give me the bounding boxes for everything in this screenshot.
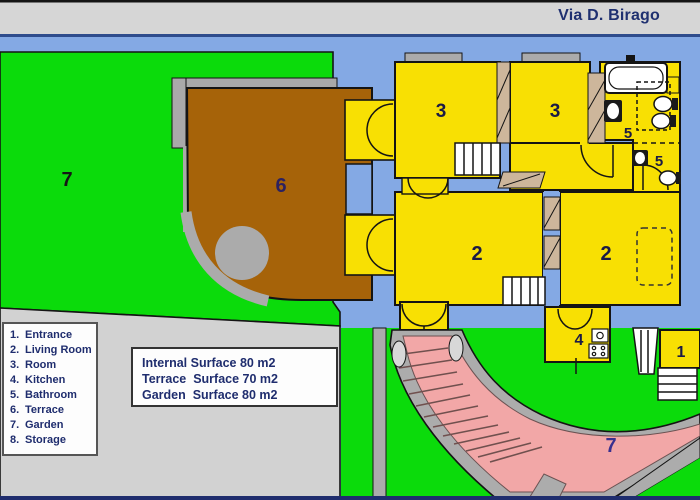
garden-stair-landing bbox=[399, 301, 449, 331]
label-living-right: 2 bbox=[600, 243, 611, 265]
label-living-left: 2 bbox=[471, 243, 482, 265]
legend-label: Garden bbox=[25, 419, 64, 431]
door-arc bbox=[574, 308, 593, 330]
label-bath-upper: 5 bbox=[624, 125, 632, 142]
legend-num: 2. bbox=[10, 344, 20, 356]
tub-tap bbox=[626, 55, 635, 63]
door-arc bbox=[401, 303, 425, 327]
room-connector bbox=[401, 177, 449, 195]
legend-label: Storage bbox=[25, 434, 66, 446]
top-street-strip bbox=[0, 0, 700, 37]
door-arc bbox=[366, 129, 394, 157]
toilet bbox=[658, 170, 678, 186]
living-room-right bbox=[559, 191, 681, 306]
terrace-door-vestibules bbox=[344, 99, 398, 276]
legend-num: 6. bbox=[10, 404, 20, 416]
ledge-left bbox=[404, 52, 463, 63]
ledge-right bbox=[521, 52, 581, 63]
legend-item: 4. Kitchen bbox=[10, 373, 96, 388]
surface-line: Internal Surface 80 m2 bbox=[142, 356, 276, 370]
path-pink bbox=[402, 335, 700, 493]
legend-label: Entrance bbox=[25, 329, 73, 341]
legend-item: 5. Bathroom bbox=[10, 388, 96, 403]
door-arc bbox=[407, 177, 429, 199]
terrace-wall-top bbox=[171, 77, 338, 89]
label-entrance: 1 bbox=[677, 344, 686, 361]
door-arc bbox=[366, 244, 394, 272]
door-arc bbox=[427, 177, 449, 199]
newel-post bbox=[391, 340, 407, 368]
label-kitchen: 4 bbox=[575, 332, 584, 349]
door-arc bbox=[580, 144, 614, 178]
terrace-french-doors bbox=[366, 103, 394, 272]
garden-corner bbox=[630, 458, 700, 500]
living-room-divider bbox=[543, 192, 561, 305]
tub-side-box bbox=[666, 76, 680, 94]
bottom-border bbox=[0, 496, 700, 500]
surface-info-box: Internal Surface 80 m2 Terrace Surface 7… bbox=[131, 347, 338, 407]
tread-stairs bbox=[454, 142, 546, 306]
legend-num: 3. bbox=[10, 359, 20, 371]
terrace-wall-left-lower bbox=[183, 146, 189, 232]
legend-num: 8. bbox=[10, 434, 20, 446]
legend-item: 8. Storage bbox=[10, 433, 96, 448]
door-arc bbox=[557, 308, 576, 330]
stair-hatches bbox=[496, 61, 606, 189]
legend-num: 4. bbox=[10, 374, 20, 386]
legend-label: Room bbox=[25, 359, 57, 371]
label-garden-path: 7 bbox=[605, 435, 616, 457]
label-terrace: 6 bbox=[275, 175, 286, 197]
bathroom-fixtures bbox=[604, 55, 681, 186]
garden-path-strip bbox=[372, 327, 387, 500]
label-room-right: 3 bbox=[550, 101, 561, 122]
legend-item: 6. Terrace bbox=[10, 403, 96, 418]
kitchen-stove bbox=[588, 343, 609, 359]
door-arc bbox=[366, 218, 394, 246]
legend-box: 1. Entrance 2. Living Room 3. Room 4. Kitche… bbox=[2, 322, 98, 456]
path-hook bbox=[527, 473, 567, 500]
surface-line: Terrace Surface 70 m2 bbox=[142, 372, 278, 386]
legend-item: 2. Living Room bbox=[10, 343, 96, 358]
terrace bbox=[171, 77, 373, 307]
label-bath-lower: 5 bbox=[655, 153, 663, 170]
legend-label: Living Room bbox=[25, 344, 92, 356]
kitchen-appliances bbox=[588, 328, 609, 359]
surface-line: Garden Surface 80 m2 bbox=[142, 388, 278, 402]
stair-strip-between-rooms3 bbox=[496, 61, 511, 144]
vestibule-room3 bbox=[344, 99, 398, 161]
door-arc bbox=[366, 103, 394, 131]
room-labels: 7 6 3 3 5 5 2 2 4 1 7 bbox=[61, 101, 685, 457]
legend-num: 1. bbox=[10, 329, 20, 341]
legend-label: Kitchen bbox=[25, 374, 66, 386]
street-name: Via D. Birago bbox=[558, 7, 660, 24]
vestibule-room2 bbox=[344, 214, 398, 276]
entrance-stairs bbox=[632, 327, 698, 401]
legend-item: 3. Room bbox=[10, 358, 96, 373]
legend-label: Bathroom bbox=[25, 389, 77, 401]
terrace-table bbox=[215, 226, 269, 280]
path-lower-edge bbox=[611, 437, 700, 500]
toilet bbox=[651, 112, 671, 130]
garden-staircase bbox=[389, 329, 700, 500]
terrace-wall-left bbox=[171, 77, 187, 149]
legend-num: 7. bbox=[10, 419, 20, 431]
label-garden-left: 7 bbox=[61, 169, 72, 191]
legend-item: 7. Garden bbox=[10, 418, 96, 433]
terrace-notch bbox=[345, 163, 373, 215]
newel-post bbox=[448, 334, 464, 362]
legend-num: 5. bbox=[10, 389, 20, 401]
door-arc bbox=[423, 303, 447, 327]
legend-item: 1. Entrance bbox=[10, 328, 96, 343]
toilet bbox=[653, 95, 673, 113]
label-room-left: 3 bbox=[436, 101, 447, 122]
entrance-stairs-side bbox=[632, 327, 659, 375]
legend-label: Terrace bbox=[25, 404, 64, 416]
furniture-dashed bbox=[636, 227, 673, 286]
terrace-path-curve bbox=[180, 211, 270, 307]
stairs-room3 bbox=[454, 142, 501, 176]
kitchen-sink bbox=[591, 328, 609, 343]
